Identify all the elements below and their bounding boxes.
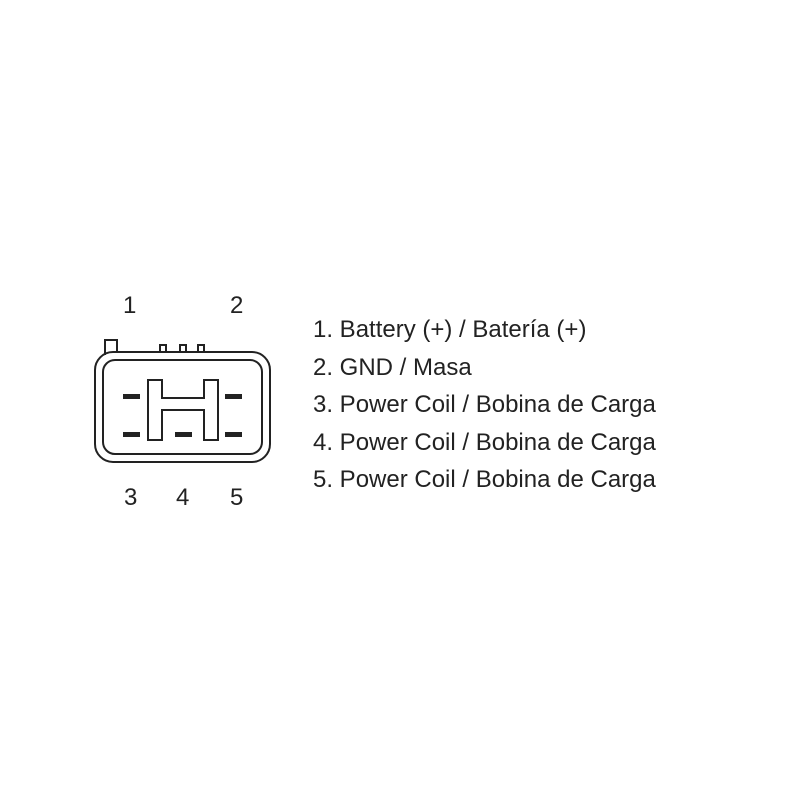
- terminal-4: [175, 432, 192, 437]
- terminal-2: [225, 394, 242, 399]
- legend-item-power-coil-4: 4. Power Coil / Bobina de Carga: [313, 428, 656, 456]
- legend-item-power-coil-3: 3. Power Coil / Bobina de Carga: [313, 391, 656, 418]
- h-key: [147, 379, 219, 441]
- legend-item-gnd: 2. GND / Masa: [313, 353, 472, 381]
- legend-item-battery: 1. Battery (+) / Batería (+): [313, 316, 587, 343]
- pin-number-3: 3: [124, 484, 138, 511]
- pin-number-1: 1: [123, 292, 137, 319]
- top-nub: [159, 344, 167, 352]
- legend-item-power-coil-5: 5. Power Coil / Bobina de Carga: [313, 466, 656, 493]
- pin-number-2: 2: [230, 292, 244, 319]
- housing-inner: [102, 359, 263, 455]
- terminal-1: [123, 394, 140, 399]
- pin-number-4: 4: [176, 484, 190, 511]
- top-nub: [197, 344, 205, 352]
- housing-outer: [94, 351, 271, 463]
- terminal-5: [225, 432, 242, 437]
- top-nub: [179, 344, 187, 352]
- terminal-3: [123, 432, 140, 437]
- pin-number-5: 5: [230, 484, 244, 511]
- latch-tab: [104, 339, 118, 355]
- pin-legend: 1. Battery (+) / Batería (+) 2. GND / Ma…: [313, 311, 656, 499]
